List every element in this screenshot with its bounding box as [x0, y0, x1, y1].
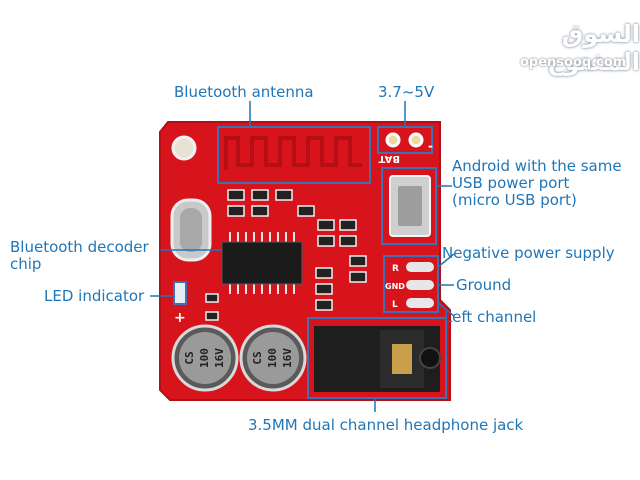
label-bluetooth-antenna: Bluetooth antenna [174, 83, 314, 101]
battery-pads [377, 126, 433, 154]
cap1-mark-2: 100 [198, 348, 211, 368]
cap1-mark-3: 16V [213, 348, 226, 368]
capacitor-2 [239, 324, 307, 392]
leader-lines [150, 101, 455, 412]
cap2-mark-2: 100 [266, 348, 279, 368]
minus-silkscreen: - [428, 139, 433, 153]
headphone-jack [307, 317, 447, 399]
antenna-trace [217, 126, 371, 184]
label-ground: Ground [456, 276, 512, 294]
cap2-mark-1: CS [251, 351, 264, 364]
mounting-hole [171, 135, 197, 161]
label-left-channel: Left channel [444, 308, 537, 326]
capacitor-1 [171, 324, 239, 392]
led-indicator [173, 281, 187, 305]
label-usb-line2: USB power port [452, 174, 570, 192]
cap2-mark-3: 16V [281, 348, 294, 368]
watermark-latin: opensooq.com [520, 55, 627, 70]
label-led-indicator: LED indicator [44, 287, 145, 305]
label-decoder-line1: Bluetooth decoder [10, 238, 149, 256]
label-negative-power: Negative power supply [442, 244, 615, 262]
crystal-oscillator [170, 198, 212, 262]
cap1-mark-1: CS [183, 351, 196, 364]
decoder-chip [221, 232, 303, 294]
pin-l-silkscreen: L [392, 300, 398, 310]
bat-silkscreen: BAT [378, 153, 400, 164]
watermark-arabic: السوق المفتوح [547, 20, 640, 76]
pin-gnd-silkscreen: GND [385, 282, 405, 291]
pin-r-silkscreen: R [392, 264, 399, 274]
plus-silkscreen: + [174, 310, 186, 326]
label-decoder-line2: chip [10, 255, 42, 273]
label-headphone-jack: 3.5MM dual channel headphone jack [248, 416, 524, 434]
micro-usb-port [381, 167, 437, 245]
smd-components [205, 189, 367, 321]
label-usb-line3: (micro USB port) [452, 191, 577, 209]
label-voltage: 3.7~5V [378, 83, 435, 101]
label-usb-line1: Android with the same [452, 157, 622, 175]
output-pins [383, 255, 439, 313]
